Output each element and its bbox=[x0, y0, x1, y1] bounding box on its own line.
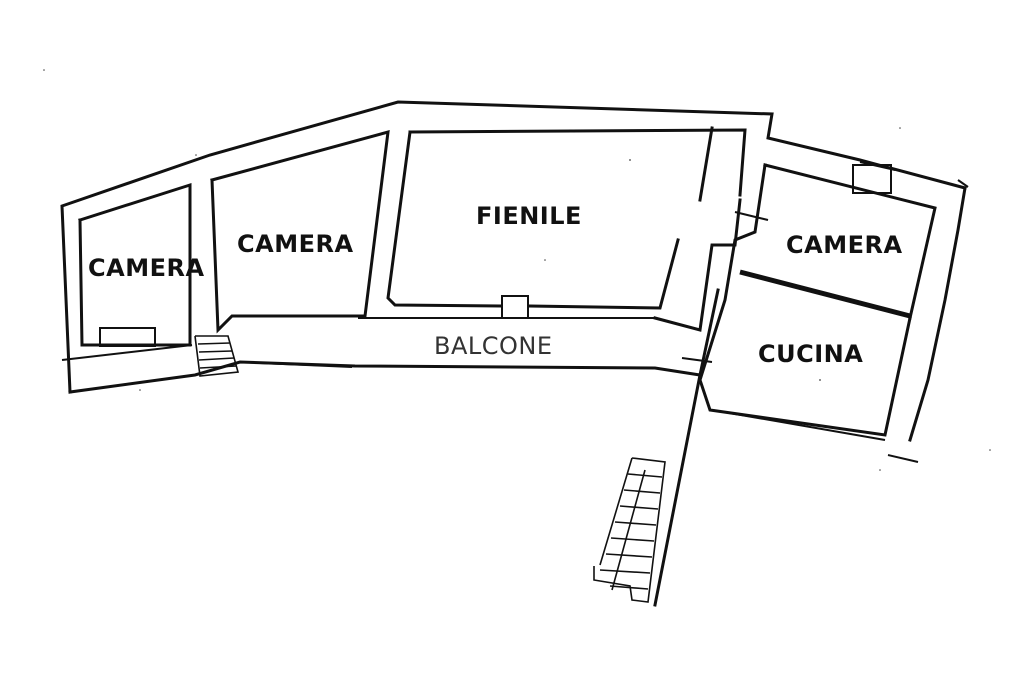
stair-left bbox=[194, 335, 353, 377]
stair-bottom bbox=[593, 457, 666, 603]
outer-walls bbox=[60, 100, 969, 463]
room-label-camera-middle: CAMERA bbox=[237, 230, 354, 258]
room-fienile-walls bbox=[358, 126, 747, 319]
room-camera-left-walls bbox=[61, 182, 193, 361]
room-label-fienile: FIENILE bbox=[476, 202, 582, 230]
room-label-cucina: CUCINA bbox=[758, 340, 864, 368]
room-right-walls bbox=[681, 161, 937, 441]
balcone-corridor bbox=[653, 198, 742, 607]
room-label-balcone: BALCONE bbox=[434, 332, 553, 360]
scan-speckles bbox=[43, 69, 991, 471]
room-label-camera-left: CAMERA bbox=[88, 254, 205, 282]
room-label-camera-right: CAMERA bbox=[786, 231, 903, 259]
room-camera-middle-walls bbox=[210, 129, 390, 334]
